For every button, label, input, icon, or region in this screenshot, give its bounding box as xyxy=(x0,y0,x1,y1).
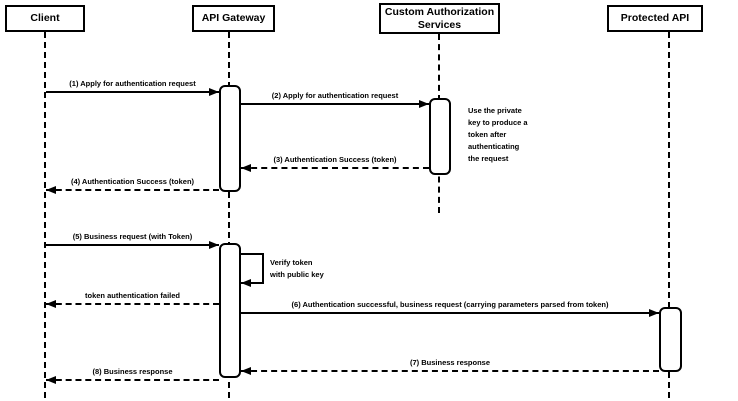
message-2-arrowhead xyxy=(419,100,429,108)
self-message-label: Verify token with public key xyxy=(270,258,324,279)
participant-box-protected-api: Protected API xyxy=(607,5,703,32)
lifeline-client xyxy=(44,32,46,398)
message-3-arrowhead xyxy=(241,164,251,172)
message-8-arrowhead xyxy=(46,376,56,384)
participant-box-client: Client xyxy=(5,5,85,32)
message-8-label: (8) Business response xyxy=(92,367,173,376)
activation-api-gateway-business xyxy=(219,243,241,378)
message-token-failed-arrowhead xyxy=(46,300,56,308)
activation-api-gateway-auth xyxy=(219,85,241,192)
message-4-label: (4) Authentication Success (token) xyxy=(70,177,195,186)
self-message-verify-token: Verify token with public key xyxy=(241,253,324,287)
message-4-arrowhead xyxy=(46,186,56,194)
message-4-line xyxy=(46,189,219,191)
message-2-line xyxy=(241,103,429,105)
participant-label-client: Client xyxy=(30,12,60,25)
self-message-loop-line xyxy=(241,253,264,284)
message-token-failed-label: token authentication failed xyxy=(84,291,180,300)
self-message-arrowhead xyxy=(241,279,251,287)
message-1-line xyxy=(46,91,219,93)
message-5-label: (5) Business request (with Token) xyxy=(72,232,193,241)
message-5-line xyxy=(46,244,219,246)
message-7-line xyxy=(241,370,659,372)
message-3-line xyxy=(241,167,429,169)
message-7-label: (7) Business response xyxy=(409,358,491,367)
lifeline-api-gateway xyxy=(228,32,230,398)
message-2-label: (2) Apply for authentication request xyxy=(271,91,399,100)
message-6-label: (6) Authentication successful, business … xyxy=(291,300,609,309)
participant-label-api-gateway: API Gateway xyxy=(201,12,266,25)
message-6-line xyxy=(241,312,659,314)
participant-label-custom-authorization-services: Custom Authorization Services xyxy=(384,5,495,31)
note-private-key: Use the private key to produce a token a… xyxy=(468,106,528,163)
message-token-failed-line xyxy=(46,303,219,305)
message-5-arrowhead xyxy=(209,241,219,249)
message-7-arrowhead xyxy=(241,367,251,375)
message-1-label: (1) Apply for authentication request xyxy=(69,79,196,88)
activation-custom-authorization-services xyxy=(429,98,451,175)
message-8-line xyxy=(46,379,219,381)
participant-box-api-gateway: API Gateway xyxy=(192,5,275,32)
message-3-label: (3) Authentication Success (token) xyxy=(273,155,397,164)
message-1-arrowhead xyxy=(209,88,219,96)
activation-protected-api xyxy=(659,307,682,372)
lifeline-protected-api xyxy=(668,32,670,398)
message-6-arrowhead xyxy=(649,309,659,317)
participant-box-custom-authorization-services: Custom Authorization Services xyxy=(379,3,500,34)
participant-label-protected-api: Protected API xyxy=(620,12,690,25)
